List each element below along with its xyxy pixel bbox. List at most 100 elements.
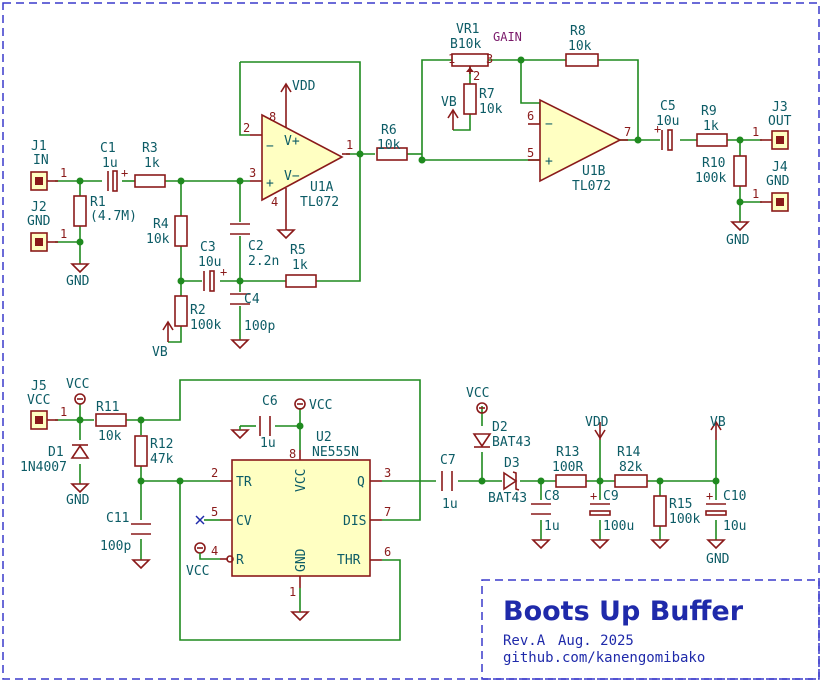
- j1-value: IN: [33, 153, 49, 168]
- gnd-symbol-c4: [230, 339, 250, 350]
- capacitor-c6: C6 1u: [259, 394, 278, 451]
- connector-j1: J1 IN 1: [30, 139, 67, 191]
- capacitor-c3: + C3 10u: [198, 240, 227, 292]
- u1a-pin-vminus-num: 4: [271, 195, 278, 209]
- c8-ref: C8: [544, 489, 560, 504]
- u1a-vminus-label: V−: [284, 169, 300, 184]
- diode-d3: D3 BAT43: [488, 456, 527, 506]
- u2-pin-vcc-label: VCC: [294, 469, 309, 492]
- u2-pin-r-label: R: [236, 553, 244, 568]
- diode-d2: D2 BAT43: [472, 420, 531, 450]
- j5-pin: 1: [60, 405, 67, 419]
- vr1-pin-2: 2: [473, 69, 480, 83]
- r11-value: 10k: [98, 429, 122, 444]
- u2-pin-tr-num: 2: [211, 466, 218, 480]
- c10-ref: C10: [723, 489, 746, 504]
- c9-value: 100u: [603, 519, 634, 534]
- date-label: Aug. 2025: [558, 633, 634, 649]
- u1b-pin-plus-num: 5: [527, 146, 534, 160]
- u2-pin-thr-label: THR: [337, 553, 361, 568]
- c9-ref: C9: [603, 489, 619, 504]
- u1a-pin-out-num: 1: [346, 138, 353, 152]
- resistor-r8: R8 10k: [565, 24, 599, 67]
- u1a-pin-plus-num: 3: [249, 166, 256, 180]
- resistor-r1: R1 (4.7M): [73, 195, 137, 227]
- u2-pin-r-num: 4: [211, 544, 218, 558]
- u1b-pin-minus-num: 6: [527, 109, 534, 123]
- r14-ref: R14: [617, 445, 641, 460]
- r9-value: 1k: [703, 119, 719, 134]
- vcc-label-1: VCC: [66, 377, 89, 392]
- j2-value: GND: [27, 214, 51, 229]
- r9-ref: R9: [701, 104, 717, 119]
- schematic-title: Boots Up Buffer: [503, 596, 744, 627]
- connector-j3: J3 OUT 1: [752, 100, 792, 150]
- d2-ref: D2: [492, 420, 508, 435]
- j5-value: VCC: [27, 393, 50, 408]
- j4-value: GND: [766, 174, 790, 189]
- r13-value: 100R: [552, 460, 583, 475]
- r10-value: 100k: [695, 171, 726, 186]
- j5-ref: J5: [31, 379, 47, 394]
- gnd-symbol-c11: [131, 559, 151, 570]
- r5-value: 1k: [292, 258, 308, 273]
- resistor-r12: R12 47k: [134, 435, 174, 467]
- r7-ref: R7: [479, 87, 495, 102]
- u1a-value: TL072: [300, 195, 339, 210]
- d3-value: BAT43: [488, 491, 527, 506]
- r6-ref: R6: [381, 123, 397, 138]
- resistor-r3: R3 1k: [134, 141, 166, 188]
- resistor-r10: R10 100k: [695, 155, 747, 187]
- c4-ref: C4: [244, 292, 260, 307]
- gnd-symbol-c6: [230, 426, 250, 440]
- j4-ref: J4: [772, 160, 788, 175]
- c10-polarity: +: [706, 489, 713, 503]
- c5-value: 10u: [656, 114, 679, 129]
- r1-value: (4.7M): [90, 209, 137, 224]
- timer-u2: 2 5 4 8 1 3 7 6 TR CV R Q DIS THR VCC GN…: [195, 430, 391, 599]
- gnd-symbol-r15: [650, 539, 670, 550]
- vcc-label-3: VCC: [466, 386, 489, 401]
- u2-pin-q-label: Q: [357, 475, 365, 490]
- u1b-ref: U1B: [582, 164, 606, 179]
- vcc-symbol-d2: VCC: [466, 386, 489, 414]
- capacitor-c9: + C9 100u: [589, 489, 634, 534]
- resistor-r15: R15 100k: [653, 495, 700, 527]
- capacitor-c10: + C10 10u: [705, 489, 746, 534]
- resistor-r7: R7 10k: [463, 83, 503, 117]
- u2-pin-dis-num: 7: [384, 505, 391, 519]
- title-block: Boots Up Buffer Rev.A Aug. 2025 github.c…: [481, 579, 820, 680]
- vcc-symbol-u2-reset: VCC: [186, 542, 220, 579]
- u1a-pin-minus-num: 2: [243, 121, 250, 135]
- junctions: [76, 56, 744, 485]
- capacitor-c5: + C5 10u: [654, 99, 679, 151]
- resistor-r9: R9 1k: [696, 104, 728, 147]
- c7-ref: C7: [440, 453, 456, 468]
- vb-symbol-r7: VB: [441, 95, 459, 130]
- c1-ref: C1: [100, 141, 116, 156]
- c1-value: 1u: [102, 156, 118, 171]
- vb-symbol-c10: VB: [710, 415, 726, 440]
- r5-ref: R5: [290, 243, 306, 258]
- r8-ref: R8: [570, 24, 586, 39]
- gnd-symbol-c9: [590, 539, 610, 550]
- r4-value: 10k: [146, 232, 170, 247]
- r1-ref: R1: [90, 195, 106, 210]
- vdd-symbol-u1a: VDD: [280, 79, 316, 94]
- r6-value: 10k: [377, 138, 401, 153]
- c6-ref: C6: [262, 394, 278, 409]
- c6-value: 1u: [260, 436, 276, 451]
- vr1-gain-label: GAIN: [493, 30, 522, 44]
- d1-value: 1N4007: [20, 460, 67, 475]
- vr1-pin-3: 3: [486, 52, 493, 66]
- gnd-symbol-c10: GND: [706, 539, 730, 567]
- c2-ref: C2: [248, 239, 264, 254]
- vb-label-1: VB: [441, 95, 457, 110]
- vb-label-3: VB: [710, 415, 726, 430]
- r3-value: 1k: [144, 156, 160, 171]
- gnd-symbol-j2: GND: [66, 263, 90, 289]
- c9-polarity: +: [590, 489, 597, 503]
- j2-pin: 1: [60, 227, 67, 241]
- j1-ref: J1: [31, 139, 47, 154]
